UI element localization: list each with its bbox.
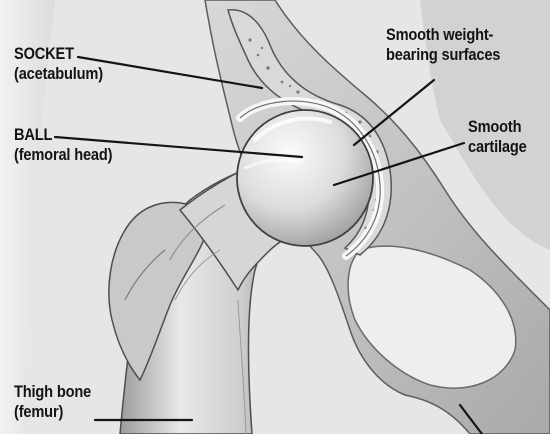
weight-bearing-label-line1: Smooth weight- [386,25,500,45]
ball-label-subtitle: (femoral head) [14,145,112,165]
cartilage-label-line2: cartilage [468,137,527,157]
ball-label-title: BALL [14,125,112,145]
socket-label-title: SOCKET [14,44,103,64]
thigh-bone-label-subtitle: (femur) [14,402,91,422]
thigh-bone-label: Thigh bone (femur) [14,382,91,422]
cartilage-label: Smooth cartilage [468,117,527,157]
weight-bearing-label: Smooth weight- bearing surfaces [386,25,500,65]
ball-label: BALL (femoral head) [14,125,112,165]
weight-bearing-label-line2: bearing surfaces [386,45,500,65]
socket-label-subtitle: (acetabulum) [14,64,103,84]
thigh-bone-label-title: Thigh bone [14,382,91,402]
cartilage-label-line1: Smooth [468,117,527,137]
socket-label: SOCKET (acetabulum) [14,44,103,84]
